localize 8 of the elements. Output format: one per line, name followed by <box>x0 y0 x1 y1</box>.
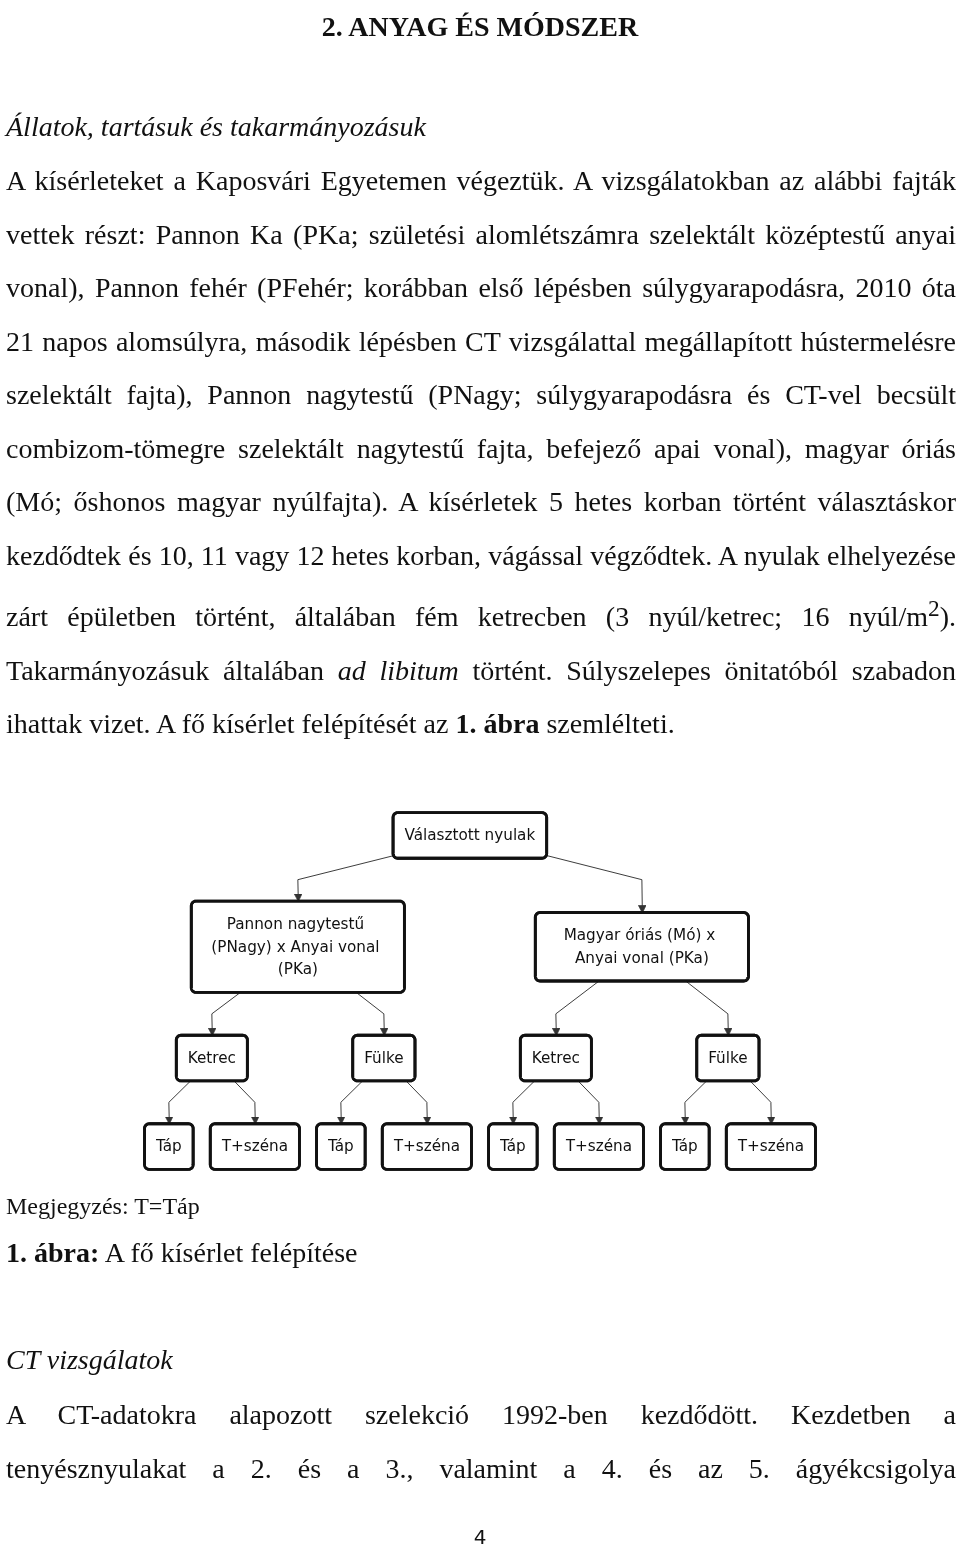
body-paragraph: A kísérleteket a Kaposvári Egyetemen végeztük. A vizsgálatokban az alábbi fajták vettek részt: Pannon Ka (PKa; születési alomlétszámra szelektált középtestű anyai vonal), Pannon fehér (PFehér; korábban első lépésben súlygyarapodásra, 2010 óta 21 napos alomsúlyra, második lépésben CT vizsgálattal megállapított hústermelésre szelektált fajta), Pannon nagytestű (PNagy; súlygyarapodásra és CT-vel becsült combizom-tömegre szelektált nagytestű fajta, befejező apai vonal), magyar óriás (Mó; őshonos magyar nyúlfajta). A kísérletek 5 hetes korban történt választáskor kezdődtek és 10, 11 vagy 12 hetes korban, vágással végződtek. A nyulak elhelyezése zárt épületben történt, általában fém ketrecben (3 nyúl/ketrec; 16 nyúl/m$^{2}$). Takarmányozásuk általában ad libitum történt. Súlyszelepes önitatóból szabadon ihattak vizet. A fő kísérlet felépítését az 1. ábra szemlélteti. <box>6 164 956 742</box>
body-paragraph: A CT-adatokra alapozott szelekció 1992-ben kezdődött. Kezdetben a tenyésznyulakat a 2. és a 3., valamint a 4. és az 5. ágyékcsigolya <box>6 1398 956 1486</box>
note: Megjegyzés: T=Táp <box>6 1192 201 1221</box>
page-number: 4 <box>472 1525 488 1549</box>
section-heading: 2. ANYAG ÉS MÓDSZER <box>320 10 640 44</box>
subheading: CT vizsgálatok <box>6 1343 174 1377</box>
figure-caption: 1. ábra: A fő kísérlet felépítése <box>6 1236 359 1270</box>
subheading: Állatok, tartásuk és takarmányozásuk <box>6 110 428 144</box>
